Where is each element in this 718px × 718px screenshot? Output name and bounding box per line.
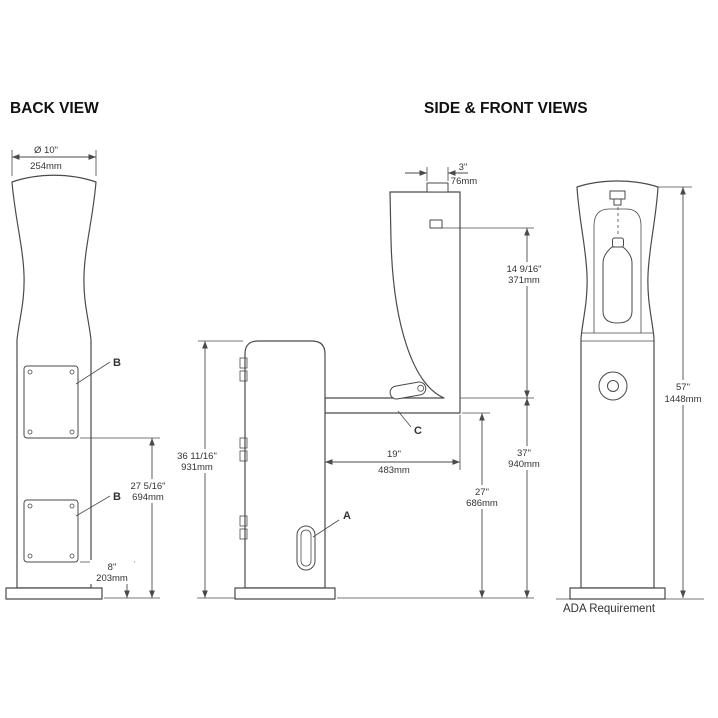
dim-pedestal-mm: 931mm	[181, 462, 213, 473]
screw-hole	[69, 503, 75, 509]
screw-hole	[27, 553, 33, 559]
foot-pedal-inner	[300, 529, 312, 567]
callout-b-lower-label: B	[113, 491, 121, 503]
dim-spout-basin-mm: 371mm	[508, 275, 540, 286]
dim-basin-height-mm: 940mm	[508, 459, 540, 470]
screw-hole	[69, 429, 75, 435]
side-front-views-title: SIDE & FRONT VIEWS	[424, 100, 588, 117]
dim-diameter-in: Ø 10"	[34, 145, 58, 156]
dim-back-lower-in: 8"	[108, 562, 117, 573]
dim-spout-in: 3"	[459, 162, 468, 173]
ada-requirement-note: ADA Requirement	[563, 603, 656, 615]
mounting-tab	[239, 357, 248, 369]
dim-back-upper-in: 27 5/16"	[130, 481, 165, 492]
mounting-tab	[239, 437, 248, 449]
dim-back-upper-mm: 694mm	[132, 492, 164, 503]
dim-label-mask	[168, 449, 226, 473]
dim-label-mask	[123, 479, 175, 503]
access-panel-lower	[23, 499, 79, 563]
callout-b-upper-leader	[75, 361, 111, 385]
dim-label-mask	[90, 560, 134, 584]
screw-hole	[69, 369, 75, 375]
side-view-figure: A C 3" 76mm 14 9/16" 371mm 36 11/16" 931…	[168, 162, 552, 600]
dim-label-mask	[502, 446, 548, 470]
screw-hole	[69, 553, 75, 559]
mounting-tab	[239, 528, 248, 540]
callout-a-leader	[312, 519, 340, 538]
fill-recess-arch	[593, 208, 642, 333]
mounting-tab	[239, 370, 248, 382]
side-base-plate	[234, 587, 336, 600]
back-view-figure: B B Ø 10" 254mm 27 5/16" 694mm 8" 203mm	[5, 145, 175, 600]
mounting-tab	[239, 450, 248, 462]
dim-pedestal-in: 36 11/16"	[177, 451, 217, 462]
filler-outlet-nozzle	[429, 219, 443, 229]
push-button	[607, 380, 619, 392]
dim-diameter-mm: 254mm	[30, 161, 62, 172]
dim-basin-height-in: 37"	[517, 448, 531, 459]
dim-basin-depth-mm: 483mm	[378, 465, 410, 476]
dim-basin-depth-in: 19"	[387, 449, 401, 460]
callout-b-lower-leader	[75, 495, 111, 517]
bubbler	[389, 381, 427, 400]
bottle-body	[602, 246, 633, 324]
front-spout	[609, 190, 626, 200]
back-view-title: BACK VIEW	[10, 100, 99, 117]
dim-overall-in: 57"	[676, 382, 690, 393]
mounting-tab	[239, 515, 248, 527]
front-base-plate	[569, 587, 666, 600]
filler-spout-top	[426, 182, 449, 193]
back-base-plate	[5, 587, 103, 600]
bottle-cap	[612, 237, 624, 248]
front-spout-tip	[613, 198, 622, 206]
dim-overall-mm: 1448mm	[665, 394, 702, 405]
dim-underside-mm: 686mm	[466, 498, 498, 509]
dim-spout-basin-in: 14 9/16"	[506, 264, 541, 275]
dim-label-mask	[498, 262, 552, 286]
dim-back-lower-mm: 203mm	[96, 573, 128, 584]
screw-hole	[27, 503, 33, 509]
screw-hole	[27, 369, 33, 375]
dim-underside-in: 27"	[475, 487, 489, 498]
callout-b-upper-label: B	[113, 357, 121, 369]
front-view-figure: 57" 1448mm ADA Requirement	[556, 180, 706, 615]
screw-hole	[27, 429, 33, 435]
foot-pedal-outer	[296, 525, 316, 571]
bubbler-guard	[389, 381, 427, 400]
callout-c-leader	[397, 410, 412, 428]
access-panel-upper	[23, 365, 79, 439]
dim-label-mask	[660, 380, 706, 405]
dim-label-mask	[460, 485, 504, 509]
dim-spout-mm: 76mm	[451, 176, 477, 187]
bubbler-outlet	[417, 384, 425, 392]
callout-c-label: C	[414, 425, 422, 437]
callout-a-label: A	[343, 510, 351, 522]
